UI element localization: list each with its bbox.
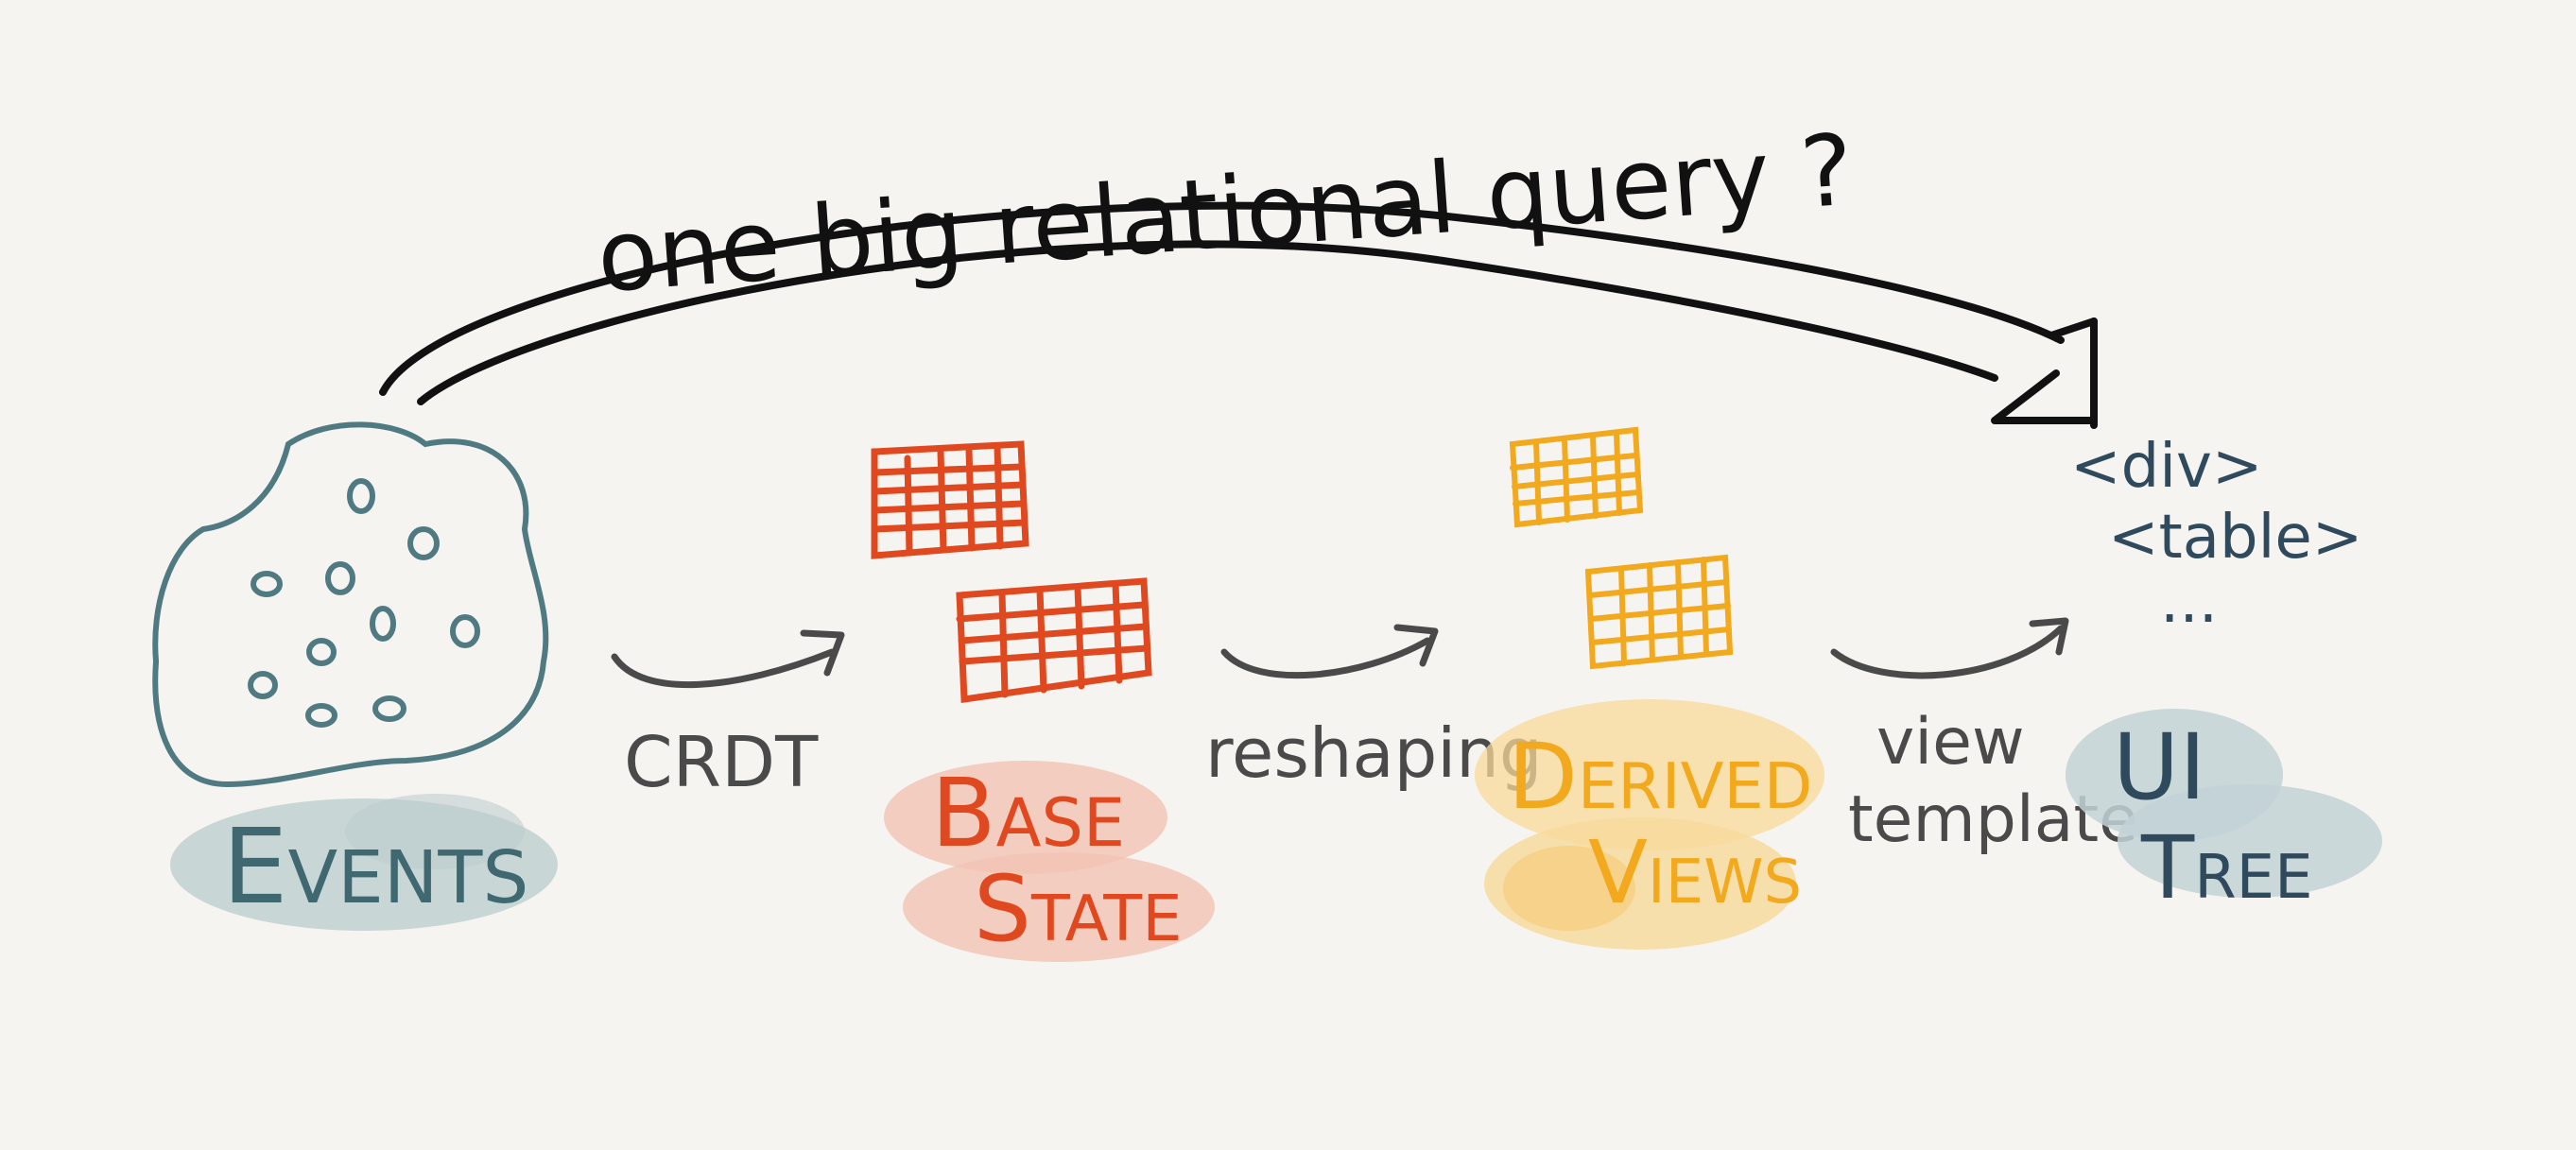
base-state-label-line2: State	[974, 856, 1183, 962]
derived-views-tables	[1509, 426, 1734, 670]
ui-code-line1: <div>	[2070, 432, 2263, 502]
crdt-arrow	[611, 629, 845, 689]
derived-table-top	[1509, 426, 1644, 528]
base-state-wash-bottom	[903, 852, 1215, 962]
event-dot	[407, 526, 440, 560]
ui-tree-label-group: UI Tree	[2066, 709, 2382, 918]
event-dot	[325, 561, 355, 595]
event-dot	[347, 478, 375, 514]
base-table-top	[871, 440, 1029, 559]
events-blob-outline	[152, 421, 549, 788]
base-state-wash-top	[884, 761, 1167, 874]
big-query-arrow	[379, 201, 2098, 429]
events-label-group: Events	[170, 794, 558, 931]
base-table-bottom	[956, 577, 1152, 704]
derived-views-wash-core	[1503, 846, 1635, 931]
events-blob	[152, 421, 549, 788]
ui-code-line3: ...	[2160, 567, 2218, 637]
view-template-arrow	[1830, 617, 2069, 679]
event-dots	[248, 478, 480, 728]
derived-views-label-group: Derived Views	[1475, 699, 1824, 950]
event-dot	[370, 606, 396, 642]
base-state-label-line1: Base	[931, 758, 1125, 868]
reshaping-arrow	[1220, 624, 1439, 679]
events-label: Events	[222, 806, 528, 927]
base-state-label-group: Base State	[884, 758, 1215, 962]
ui-tree-wash-bottom	[2118, 784, 2382, 898]
event-dot	[251, 571, 283, 597]
derived-views-label-line2: Views	[1588, 822, 1802, 923]
derived-table-bottom	[1584, 554, 1734, 670]
ui-code-snippet: <div> <table> ...	[2070, 432, 2362, 637]
crdt-label: CRDT	[624, 722, 819, 803]
reshaping-arrowhead	[1393, 624, 1439, 667]
crdt-arrowhead	[800, 629, 845, 677]
event-dot	[248, 671, 278, 699]
event-dot	[305, 703, 337, 728]
ui-tree-label-line2: Tree	[2140, 817, 2313, 918]
view-template-label-line1: view	[1876, 705, 2025, 780]
event-dot	[306, 638, 337, 666]
base-state-tables	[871, 440, 1152, 704]
ui-tree-label-line1: UI	[2113, 714, 2206, 820]
ui-code-line2: <table>	[2108, 503, 2362, 573]
event-dot	[450, 614, 480, 648]
derived-views-label-line1: Derived	[1508, 724, 1812, 830]
derived-views-wash-top	[1475, 699, 1824, 850]
events-wash-blot	[345, 794, 525, 869]
view-template-arrowhead	[2029, 617, 2069, 656]
event-dot	[372, 695, 406, 722]
